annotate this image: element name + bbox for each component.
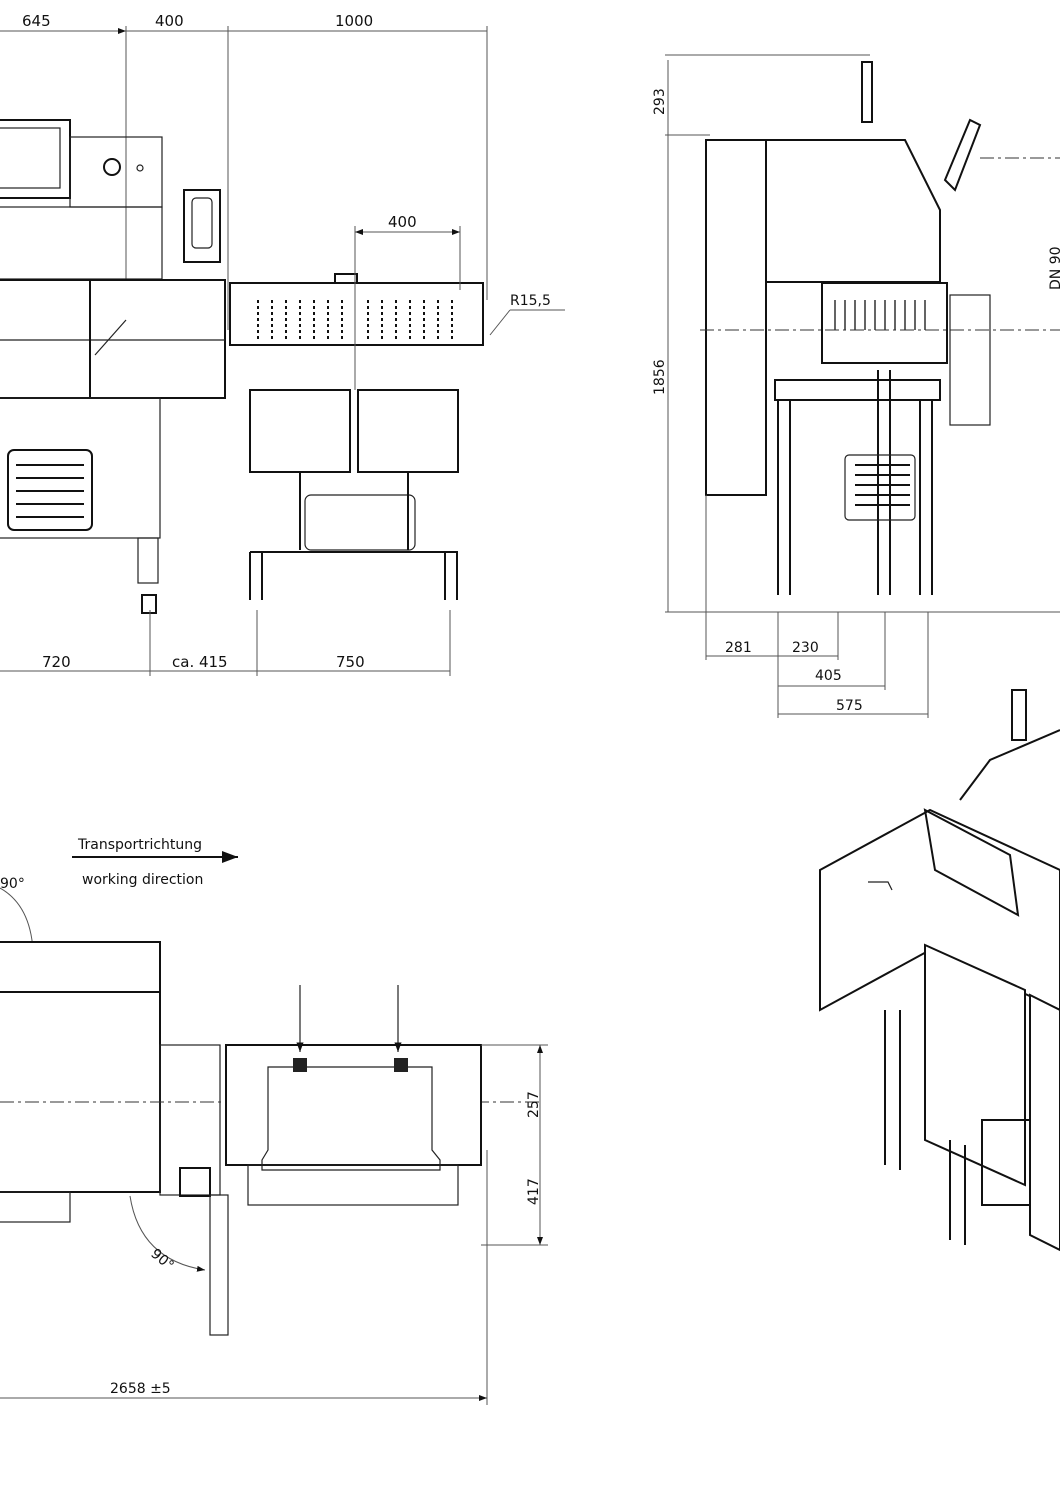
isometric-view (819, 689, 1060, 1252)
direction-label-en: working direction (82, 872, 203, 888)
emergency-stop-icon (103, 158, 121, 176)
iso-display (923, 808, 1020, 917)
swing-door (209, 1194, 229, 1336)
top-view: Transportrichtung working direction 90° … (0, 837, 548, 1405)
dim-1856: 1856 (652, 359, 668, 395)
rejector-nozzles (257, 300, 453, 340)
dim-400: 400 (155, 12, 184, 30)
dim-230: 230 (792, 640, 819, 656)
dim-417: 417 (526, 1178, 542, 1205)
dim-dn90: DN 90 (1048, 246, 1060, 290)
front-bottom-dimensions: 720 ca. 415 750 (0, 610, 451, 676)
front-inner-dimension: 400 (354, 213, 461, 390)
dim-257: 257 (526, 1091, 542, 1118)
dim-720: 720 (42, 653, 71, 671)
front-top-dimensions: 645 400 1000 (0, 12, 488, 330)
signal-tower (861, 61, 873, 123)
dim-645: 645 (22, 12, 51, 30)
front-view: 645 400 1000 (0, 12, 565, 676)
dim-2658: 2658 ±5 (110, 1381, 171, 1397)
angle-label-1: 90° (0, 876, 25, 892)
radius-label: R15,5 (510, 293, 551, 309)
side-view: 293 1856 DN 90 281 230 405 575 (652, 54, 1060, 718)
dim-575: 575 (836, 698, 863, 714)
angle-label-2: 90° (147, 1246, 176, 1274)
dim-405: 405 (815, 668, 842, 684)
dim-1000: 1000 (335, 12, 373, 30)
vent-grille (7, 449, 93, 531)
side-display (943, 118, 982, 192)
dim-ca-415: ca. 415 (172, 653, 228, 671)
dim-281: 281 (725, 640, 752, 656)
dim-750: 750 (336, 653, 365, 671)
handle-box (183, 189, 221, 263)
side-bottom-dimensions: 281 230 405 575 (705, 495, 929, 718)
dim-293: 293 (652, 88, 668, 115)
direction-label-de: Transportrichtung (77, 837, 202, 853)
top-view-dimensions: 257 417 2658 ±5 (0, 1044, 548, 1405)
dim-400-inner: 400 (388, 213, 417, 231)
iso-signal-tower (1011, 689, 1027, 741)
